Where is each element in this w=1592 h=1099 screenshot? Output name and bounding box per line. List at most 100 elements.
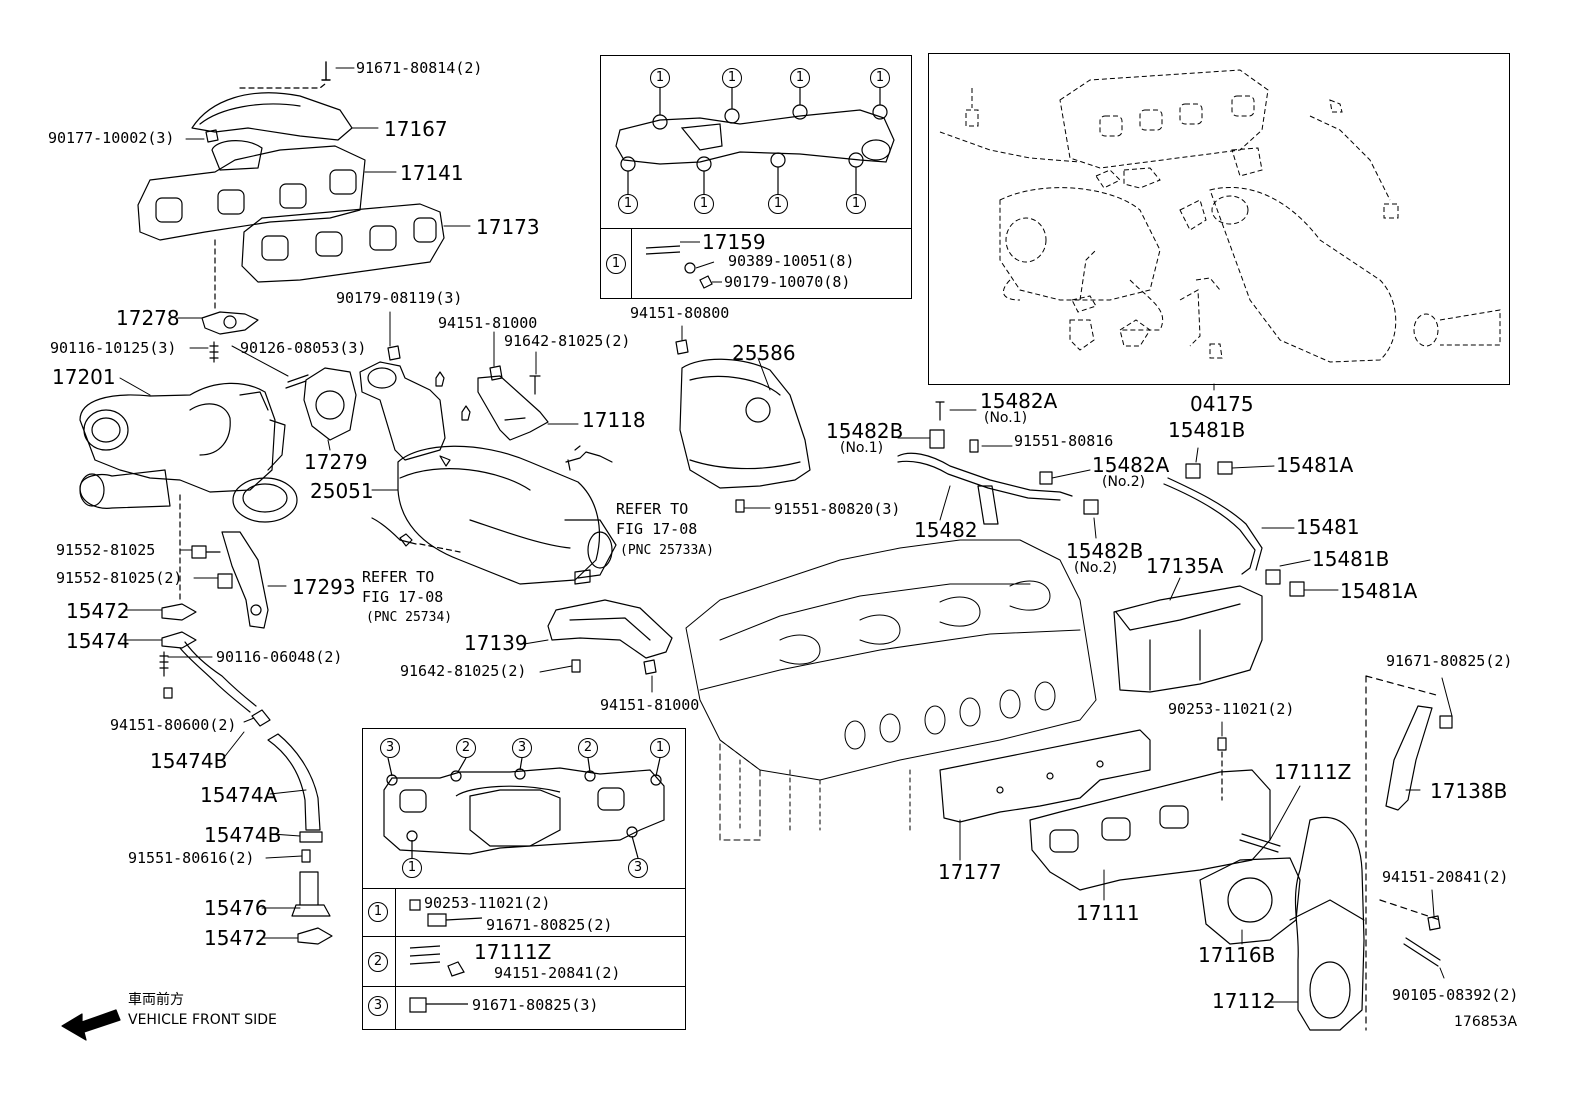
part-sublabel: (No.2) [1074, 560, 1118, 576]
label-90179-10070: 90179-10070(8) [724, 273, 851, 291]
nut-icon [1428, 916, 1440, 930]
bolt-icon [936, 402, 944, 420]
refer-note: FIG 17-08 [362, 588, 444, 606]
part-label: 17116B [1198, 943, 1276, 967]
part-label: 91551-80816 [1014, 432, 1114, 450]
part-label: 94151-80600(2) [110, 716, 237, 734]
refer-pipe-25733A [566, 452, 612, 462]
part-label: 90177-10002(3) [48, 129, 175, 147]
inset-top-legend-numcell [600, 228, 632, 299]
part-label: 91552-81025 [56, 541, 156, 559]
part-label: 17173 [476, 215, 540, 239]
catalytic-converter-25051 [360, 362, 616, 584]
callout-circle-1: 1 [870, 68, 890, 88]
legend-circle-1: 1 [368, 902, 388, 922]
part-label: 91671-80814(2) [356, 59, 483, 77]
callout-circle-1: 1 [768, 194, 788, 214]
nut-icon [1218, 738, 1226, 750]
part-label: 15482 [914, 518, 978, 542]
gasket-17177 [940, 730, 1150, 822]
part-label: 15474 [66, 629, 130, 653]
bolt-icon [970, 440, 978, 452]
clamp-15481B [1186, 464, 1200, 478]
bolt-icon [572, 660, 580, 672]
part-label: 15482A [1092, 453, 1170, 477]
part-label: 17139 [464, 631, 528, 655]
part-label: 91552-81025(2) [56, 569, 183, 587]
callout-circle-1: 1 [722, 68, 742, 88]
legend-circle-3: 3 [368, 996, 388, 1016]
refer-note: FIG 17-08 [616, 520, 698, 538]
refer-pipe-25734 [372, 518, 416, 544]
stud-17111Z [1240, 834, 1280, 852]
clamp-15482B [930, 430, 944, 448]
callout-circle-3: 3 [512, 738, 532, 758]
part-label: 15481 [1296, 515, 1360, 539]
callout-circle-1: 1 [846, 194, 866, 214]
part-label: 94151-20841(2) [1382, 868, 1509, 886]
part-label: 04175 [1190, 392, 1254, 416]
part-label: 15482A [980, 389, 1058, 413]
legend-item: 91671-80825(2) [486, 916, 613, 934]
bracket-17118 [478, 376, 548, 440]
part-label: 15481B [1312, 547, 1390, 571]
part-label: 17278 [116, 306, 180, 330]
part-sublabel: (No.1) [840, 440, 884, 456]
stud-icon [160, 652, 168, 676]
clamp-15474B [300, 832, 322, 842]
part-label: 91551-80616(2) [128, 849, 255, 867]
legend-item: 91671-80825(3) [472, 996, 599, 1014]
bolt-90105 [1404, 938, 1440, 966]
heat-insulator-17135A [1114, 586, 1262, 692]
callout-circle-1: 1 [402, 858, 422, 878]
pipe-15481 [1164, 478, 1262, 574]
nut-icon [206, 130, 218, 142]
part-label: 90179-08119(3) [336, 289, 463, 307]
part-label: 90105-08392(2) [1392, 986, 1519, 1004]
part-label: 90126-08053(3) [240, 339, 367, 357]
legend-item: 90253-11021(2) [424, 894, 551, 912]
callout-circle-3: 3 [628, 858, 648, 878]
clamp-15482B [1084, 500, 1098, 514]
engine-cylinder-head [686, 540, 1096, 840]
turbocharger-17201 [80, 383, 297, 600]
part-label: 25586 [732, 341, 796, 365]
part-label: 15472 [204, 926, 268, 950]
nut-icon [676, 340, 688, 354]
part-label: 17111Z [1274, 760, 1352, 784]
stud-icon [210, 342, 218, 362]
part-sublabel: (No.2) [1102, 474, 1146, 490]
legend-divider [362, 936, 686, 937]
part-label: 17177 [938, 860, 1002, 884]
bolt-icon [1040, 472, 1052, 484]
part-label: 17293 [292, 575, 356, 599]
gasket-17279 [304, 368, 356, 440]
part-label: 15474B [150, 749, 228, 773]
part-label: 94151-80800 [630, 304, 730, 322]
part-label: 15476 [204, 896, 268, 920]
figure-id: 176853A [1454, 1014, 1518, 1030]
bolt-icon [530, 376, 540, 394]
manifold-17141 [138, 141, 365, 240]
clamp-15481B [1266, 570, 1280, 584]
label-90389-10051: 90389-10051(8) [728, 252, 855, 270]
part-label: 17112 [1212, 989, 1276, 1013]
part-label: 17201 [52, 365, 116, 389]
part-label: 90253-11021(2) [1168, 700, 1295, 718]
small-gasket-17278 [202, 240, 258, 334]
bolt-icon [1218, 462, 1232, 474]
part-label: 91642-81025(2) [504, 332, 631, 350]
part-label: 91671-80825(2) [1386, 652, 1513, 670]
part-label: 17118 [582, 408, 646, 432]
pipe-15474 [180, 648, 250, 712]
vehicle-front-label-en: VEHICLE FRONT SIDE [128, 1012, 277, 1028]
callout-circle-3: 3 [380, 738, 400, 758]
part-label: 15481A [1340, 579, 1418, 603]
vehicle-front-label-jp: 車両前方 [128, 992, 184, 1008]
bolt-icon [218, 574, 232, 588]
part-label: 15482B [1066, 539, 1144, 563]
inset-kit-04175 [928, 53, 1510, 385]
